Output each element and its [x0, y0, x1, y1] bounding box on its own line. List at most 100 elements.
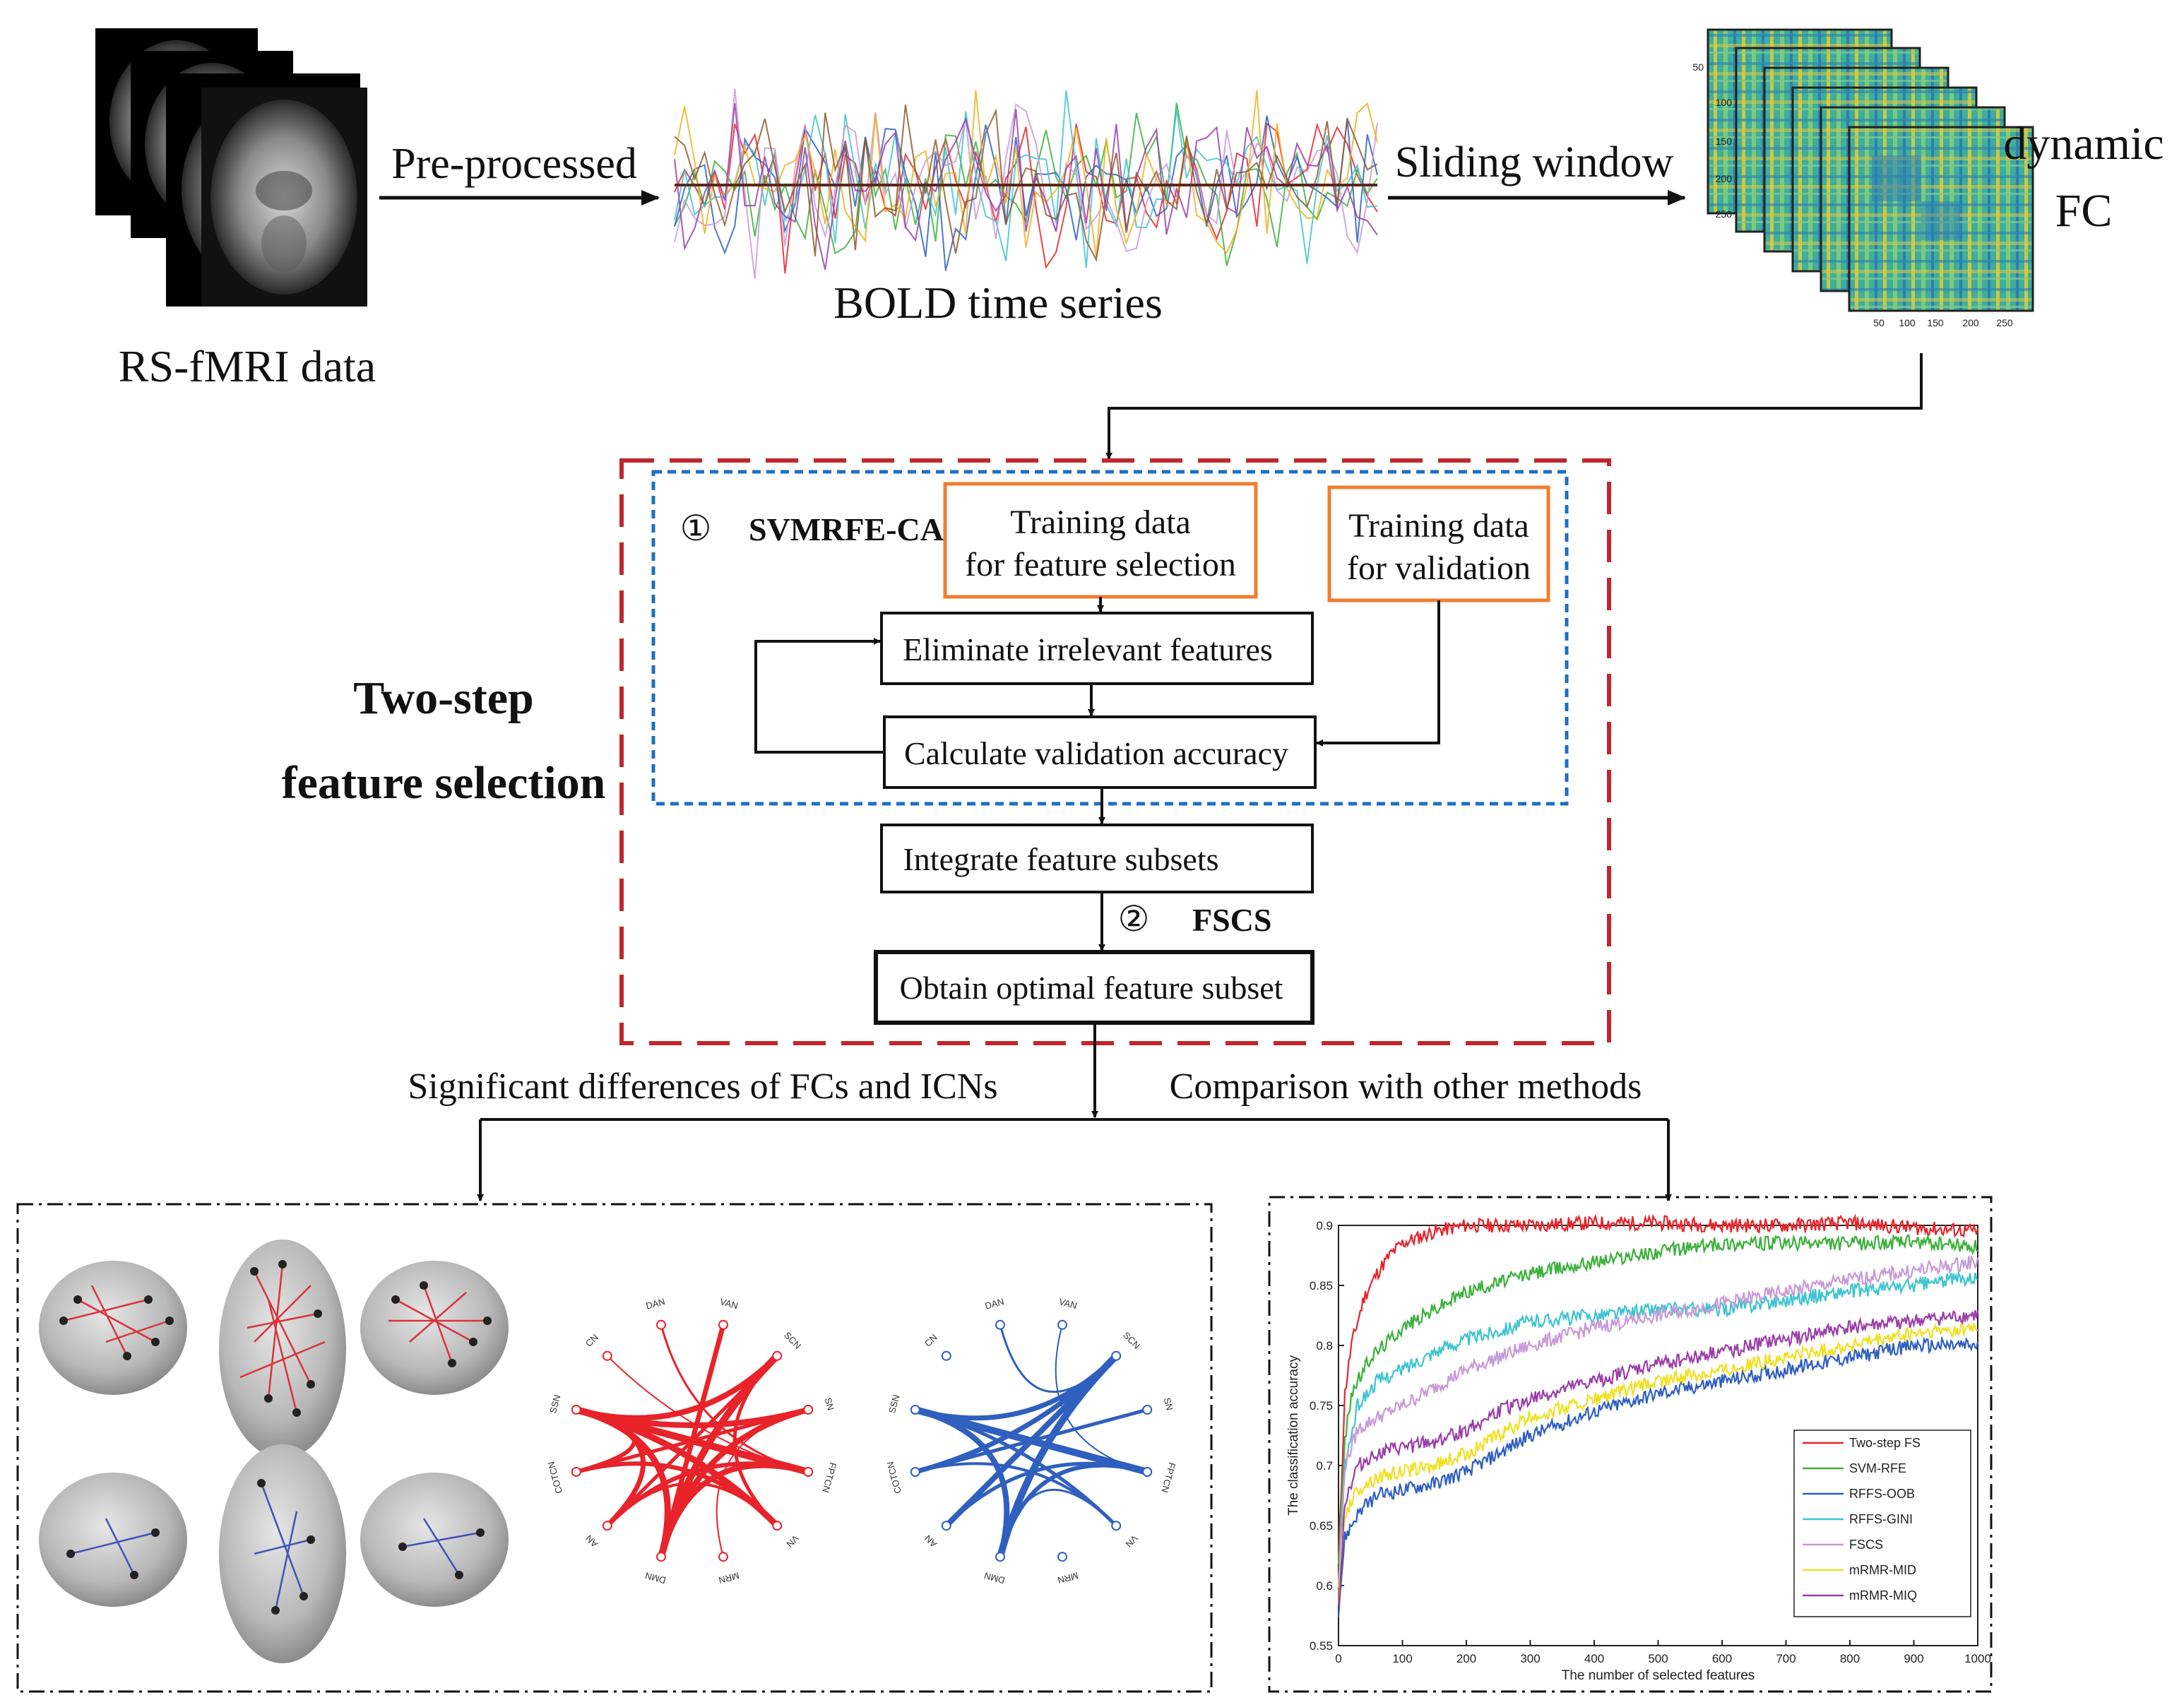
calc-label: Calculate validation accuracy: [904, 735, 1288, 771]
icn-node: [656, 1552, 667, 1562]
icn-edge: [999, 1488, 1117, 1557]
icn-node-label: SSN: [886, 1393, 901, 1415]
dynamic-fc-matrices: [1707, 28, 2034, 312]
svmrfe-ca-inner-box: [651, 470, 1569, 806]
icn-node: [718, 1319, 728, 1330]
icn-node-label: COTCN: [885, 1461, 903, 1495]
icn-node-label: SCN: [1121, 1330, 1142, 1351]
x-tick-label: 400: [1584, 1652, 1604, 1665]
brain-views-blue: [39, 1444, 509, 1663]
icn-node: [941, 1521, 951, 1531]
legend-label: RFFS-GINI: [1849, 1512, 1913, 1526]
series-line: [1337, 1233, 1978, 1564]
icn-edge: [606, 1482, 778, 1527]
icn-node-label: AN: [922, 1533, 939, 1549]
train-val-line2: for validation: [1347, 549, 1531, 587]
icn-node-label: VN: [784, 1533, 800, 1549]
bold-time-series: [674, 88, 1378, 280]
icn-edge: [732, 1355, 778, 1527]
fc-matrix-ticks: 50 100 150 200 250 50 100 150 200 250: [1692, 61, 2012, 328]
icn-node-label: CN: [583, 1332, 600, 1349]
train-fs-line2: for feature selection: [965, 546, 1236, 583]
series-line: [1337, 1321, 1978, 1605]
x-tick-label: 700: [1776, 1652, 1796, 1665]
icn-node: [602, 1350, 612, 1361]
eliminate-label: Eliminate irrelevant features: [903, 631, 1273, 667]
icn-node: [1057, 1552, 1067, 1562]
bold-signal-line: [674, 105, 1378, 263]
x-tick-label: 600: [1712, 1652, 1732, 1665]
fc-to-fs-arrow: [1105, 353, 1923, 460]
icn-node-label: DMN: [644, 1570, 667, 1586]
icn-node-label: SSN: [547, 1393, 562, 1415]
fs-title-line1: Two-step: [353, 672, 533, 724]
icn-node: [995, 1319, 1006, 1330]
icn-node: [1142, 1405, 1153, 1415]
x-tick-label: 800: [1840, 1652, 1860, 1665]
y-tick-label: 0.9: [1316, 1219, 1333, 1232]
icn-node-label: CN: [922, 1332, 939, 1349]
icn-node: [995, 1552, 1006, 1562]
bold-signal-line: [674, 115, 1378, 271]
series-line: [1337, 1254, 1979, 1588]
bold-signal-line: [674, 103, 1378, 271]
icn-node-label: VAN: [1058, 1296, 1079, 1311]
comparison-panel: [1268, 1196, 1993, 1693]
icn-node-label: SN: [1162, 1396, 1175, 1411]
icn-node-label: FPTCN: [1159, 1461, 1177, 1494]
y-tick-label: 0.75: [1310, 1399, 1333, 1413]
fc-xtick: 150: [1927, 317, 1944, 328]
train-val-line1: Training data: [1348, 507, 1529, 545]
bold-signal-line: [674, 102, 1378, 266]
fc-xtick: 50: [1873, 317, 1885, 328]
icn-node: [656, 1319, 667, 1330]
y-tick-label: 0.65: [1310, 1519, 1333, 1533]
legend-label: RFFS-OOB: [1849, 1487, 1915, 1501]
legend-label: mRMR-MID: [1849, 1563, 1916, 1577]
left-output-label: Significant differences of FCs and ICNs: [408, 1066, 997, 1107]
icn-node: [1111, 1350, 1122, 1361]
icn-node-label: VAN: [719, 1296, 740, 1311]
icn-node: [910, 1466, 920, 1477]
icn-node: [772, 1350, 783, 1361]
dfc-label-line2: FC: [2055, 185, 2113, 237]
y-tick-label: 0.7: [1316, 1459, 1333, 1473]
icn-node: [772, 1521, 783, 1531]
icn-edge: [1055, 1324, 1148, 1473]
x-tick-label: 1000: [1964, 1652, 1991, 1665]
fc-xtick: 250: [1996, 317, 2013, 328]
legend-label: mRMR-MIQ: [1849, 1588, 1917, 1603]
brain-views-red: [39, 1240, 509, 1458]
legend-label: FSCS: [1849, 1538, 1883, 1552]
optimal-label: Obtain optimal feature subset: [900, 970, 1283, 1006]
icn-edge: [945, 1461, 1148, 1527]
icn-node: [1142, 1466, 1153, 1477]
y-tick-label: 0.8: [1316, 1339, 1333, 1353]
icn-edge: [716, 1409, 809, 1557]
two-step-outer-box: [619, 458, 1611, 1045]
icn-node-label: AN: [583, 1533, 600, 1549]
icn-node: [910, 1405, 920, 1415]
fmri-slices: [95, 28, 367, 307]
bold-signal-line: [674, 90, 1378, 258]
icn-node-label: FPTCN: [820, 1461, 838, 1494]
icn-edge: [999, 1324, 1117, 1393]
icn-node-label: DAN: [645, 1296, 666, 1312]
icn-node-label: DAN: [984, 1296, 1005, 1312]
icn-node: [1057, 1319, 1067, 1330]
x-tick-label: 900: [1904, 1652, 1923, 1665]
step2-name: FSCS: [1192, 902, 1271, 938]
x-axis-label: The number of selected features: [1562, 1668, 1755, 1683]
sliding-window-label: Sliding window: [1395, 138, 1674, 186]
bold-label: BOLD time series: [833, 278, 1163, 328]
series-line: [1337, 1310, 1979, 1607]
feedback-loop-arrow: [754, 638, 884, 754]
fc-ytick: 250: [1716, 208, 1733, 220]
icn-node-label: MRN: [718, 1570, 740, 1586]
fc-ytick: 200: [1716, 173, 1733, 184]
icn-node: [571, 1405, 581, 1415]
fc-xtick: 100: [1899, 317, 1916, 328]
train-fs-line1: Training data: [1010, 504, 1191, 541]
